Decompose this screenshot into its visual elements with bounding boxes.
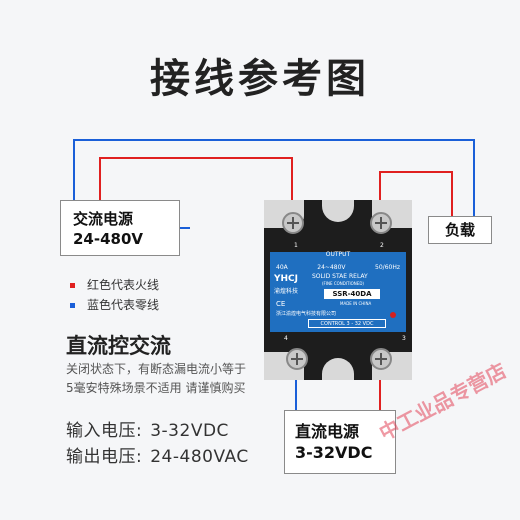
- ac-source-voltage: 24-480V: [73, 230, 144, 248]
- relay-condition: (FINE CONDITIONED): [322, 281, 364, 286]
- legend-neutral-text: 蓝色代表零线: [87, 298, 160, 312]
- solid-state-relay: OUTPUT 40A 24~480V 50/60Hz YHCJ 渝煌科技 SOL…: [264, 200, 412, 380]
- relay-control-rating: CONTROL 3 - 32 VDC: [308, 319, 386, 328]
- note-line: 5毫安特殊场景不适用 请谨慎购买: [66, 381, 246, 395]
- relay-company: 浙江渝煌电气科技有限公司: [276, 311, 337, 317]
- relay-output-text: OUTPUT: [325, 251, 351, 258]
- ac-source-label: 交流电源: [73, 210, 134, 228]
- relay-brand-cn: 渝煌科技: [274, 288, 299, 295]
- relay-model: SSR-40DA: [324, 289, 380, 299]
- terminal-screw-icon: [286, 348, 308, 370]
- dc-source-label: 直流电源: [295, 422, 360, 441]
- relay-voltage: 24~480V: [317, 264, 346, 271]
- relay-frequency: 50/60Hz: [375, 264, 400, 271]
- ce-mark: CE: [276, 300, 286, 308]
- spec-input-voltage: 输入电压: 3-32VDC: [66, 416, 229, 441]
- load-box: 负载: [428, 216, 492, 244]
- terminal-number: 4: [284, 335, 288, 342]
- terminal-number: 1: [294, 242, 298, 249]
- relay-rating-row: 40A 24~480V 50/60Hz: [276, 264, 400, 271]
- spec-value: 3-32VDC: [150, 421, 229, 441]
- ac-power-source-box: 交流电源 24-480V: [60, 200, 180, 256]
- terminal-number: 3: [402, 335, 406, 342]
- terminal-screw-icon: [282, 212, 304, 234]
- live-wire-ac-relay: [99, 157, 293, 214]
- terminal-number: 2: [380, 242, 384, 249]
- relay-led-indicator: [390, 312, 396, 318]
- dc-source-voltage: 3-32VDC: [295, 443, 373, 462]
- terminal-screw-icon: [370, 212, 392, 234]
- section-title: 直流控交流: [66, 334, 171, 358]
- spec-label: 输入电压:: [66, 421, 143, 441]
- relay-mount-notch: [322, 200, 354, 222]
- spec-label: 输出电压:: [66, 447, 143, 467]
- relay-current: 40A: [276, 264, 288, 271]
- relay-brand: YHCJ: [274, 274, 299, 284]
- neutral-wire-ac-load: [73, 139, 475, 216]
- blue-square-icon: [70, 303, 75, 308]
- spec-output-voltage: 输出电压: 24-480VAC: [66, 442, 249, 467]
- red-square-icon: [70, 283, 75, 288]
- relay-made-in: MADE IN CHINA: [340, 301, 372, 306]
- relay-product-name: SOLID STAE RELAY: [312, 273, 368, 280]
- note-line: 关闭状态下，有断态漏电流小等于: [66, 362, 247, 376]
- spec-value: 24-480VAC: [150, 447, 249, 467]
- legend-live: 红色代表火线: [70, 276, 159, 293]
- relay-label: OUTPUT 40A 24~480V 50/60Hz YHCJ 渝煌科技 SOL…: [270, 251, 406, 332]
- relay-mount-notch: [322, 358, 354, 380]
- legend-neutral: 蓝色代表零线: [70, 296, 159, 313]
- live-wire-relay-load: [379, 171, 453, 216]
- legend-live-text: 红色代表火线: [87, 278, 160, 292]
- page-title: 接线参考图: [150, 56, 370, 102]
- dc-power-source-box: 直流电源 3-32VDC: [284, 410, 396, 474]
- terminal-screw-icon: [370, 348, 392, 370]
